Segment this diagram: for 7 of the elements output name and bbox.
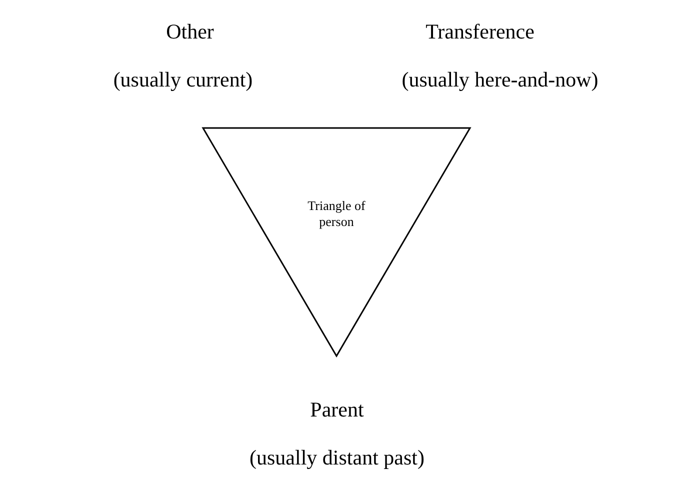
corner-label: Transference	[426, 20, 534, 44]
triangle-label: Triangle of person	[306, 198, 366, 230]
corner-note: (usually distant past)	[250, 446, 424, 470]
corner-note: (usually here-and-now)	[402, 68, 598, 92]
corner-label: Other	[166, 20, 214, 44]
corner-label: Parent	[310, 398, 364, 422]
corner-note: (usually current)	[113, 68, 253, 92]
